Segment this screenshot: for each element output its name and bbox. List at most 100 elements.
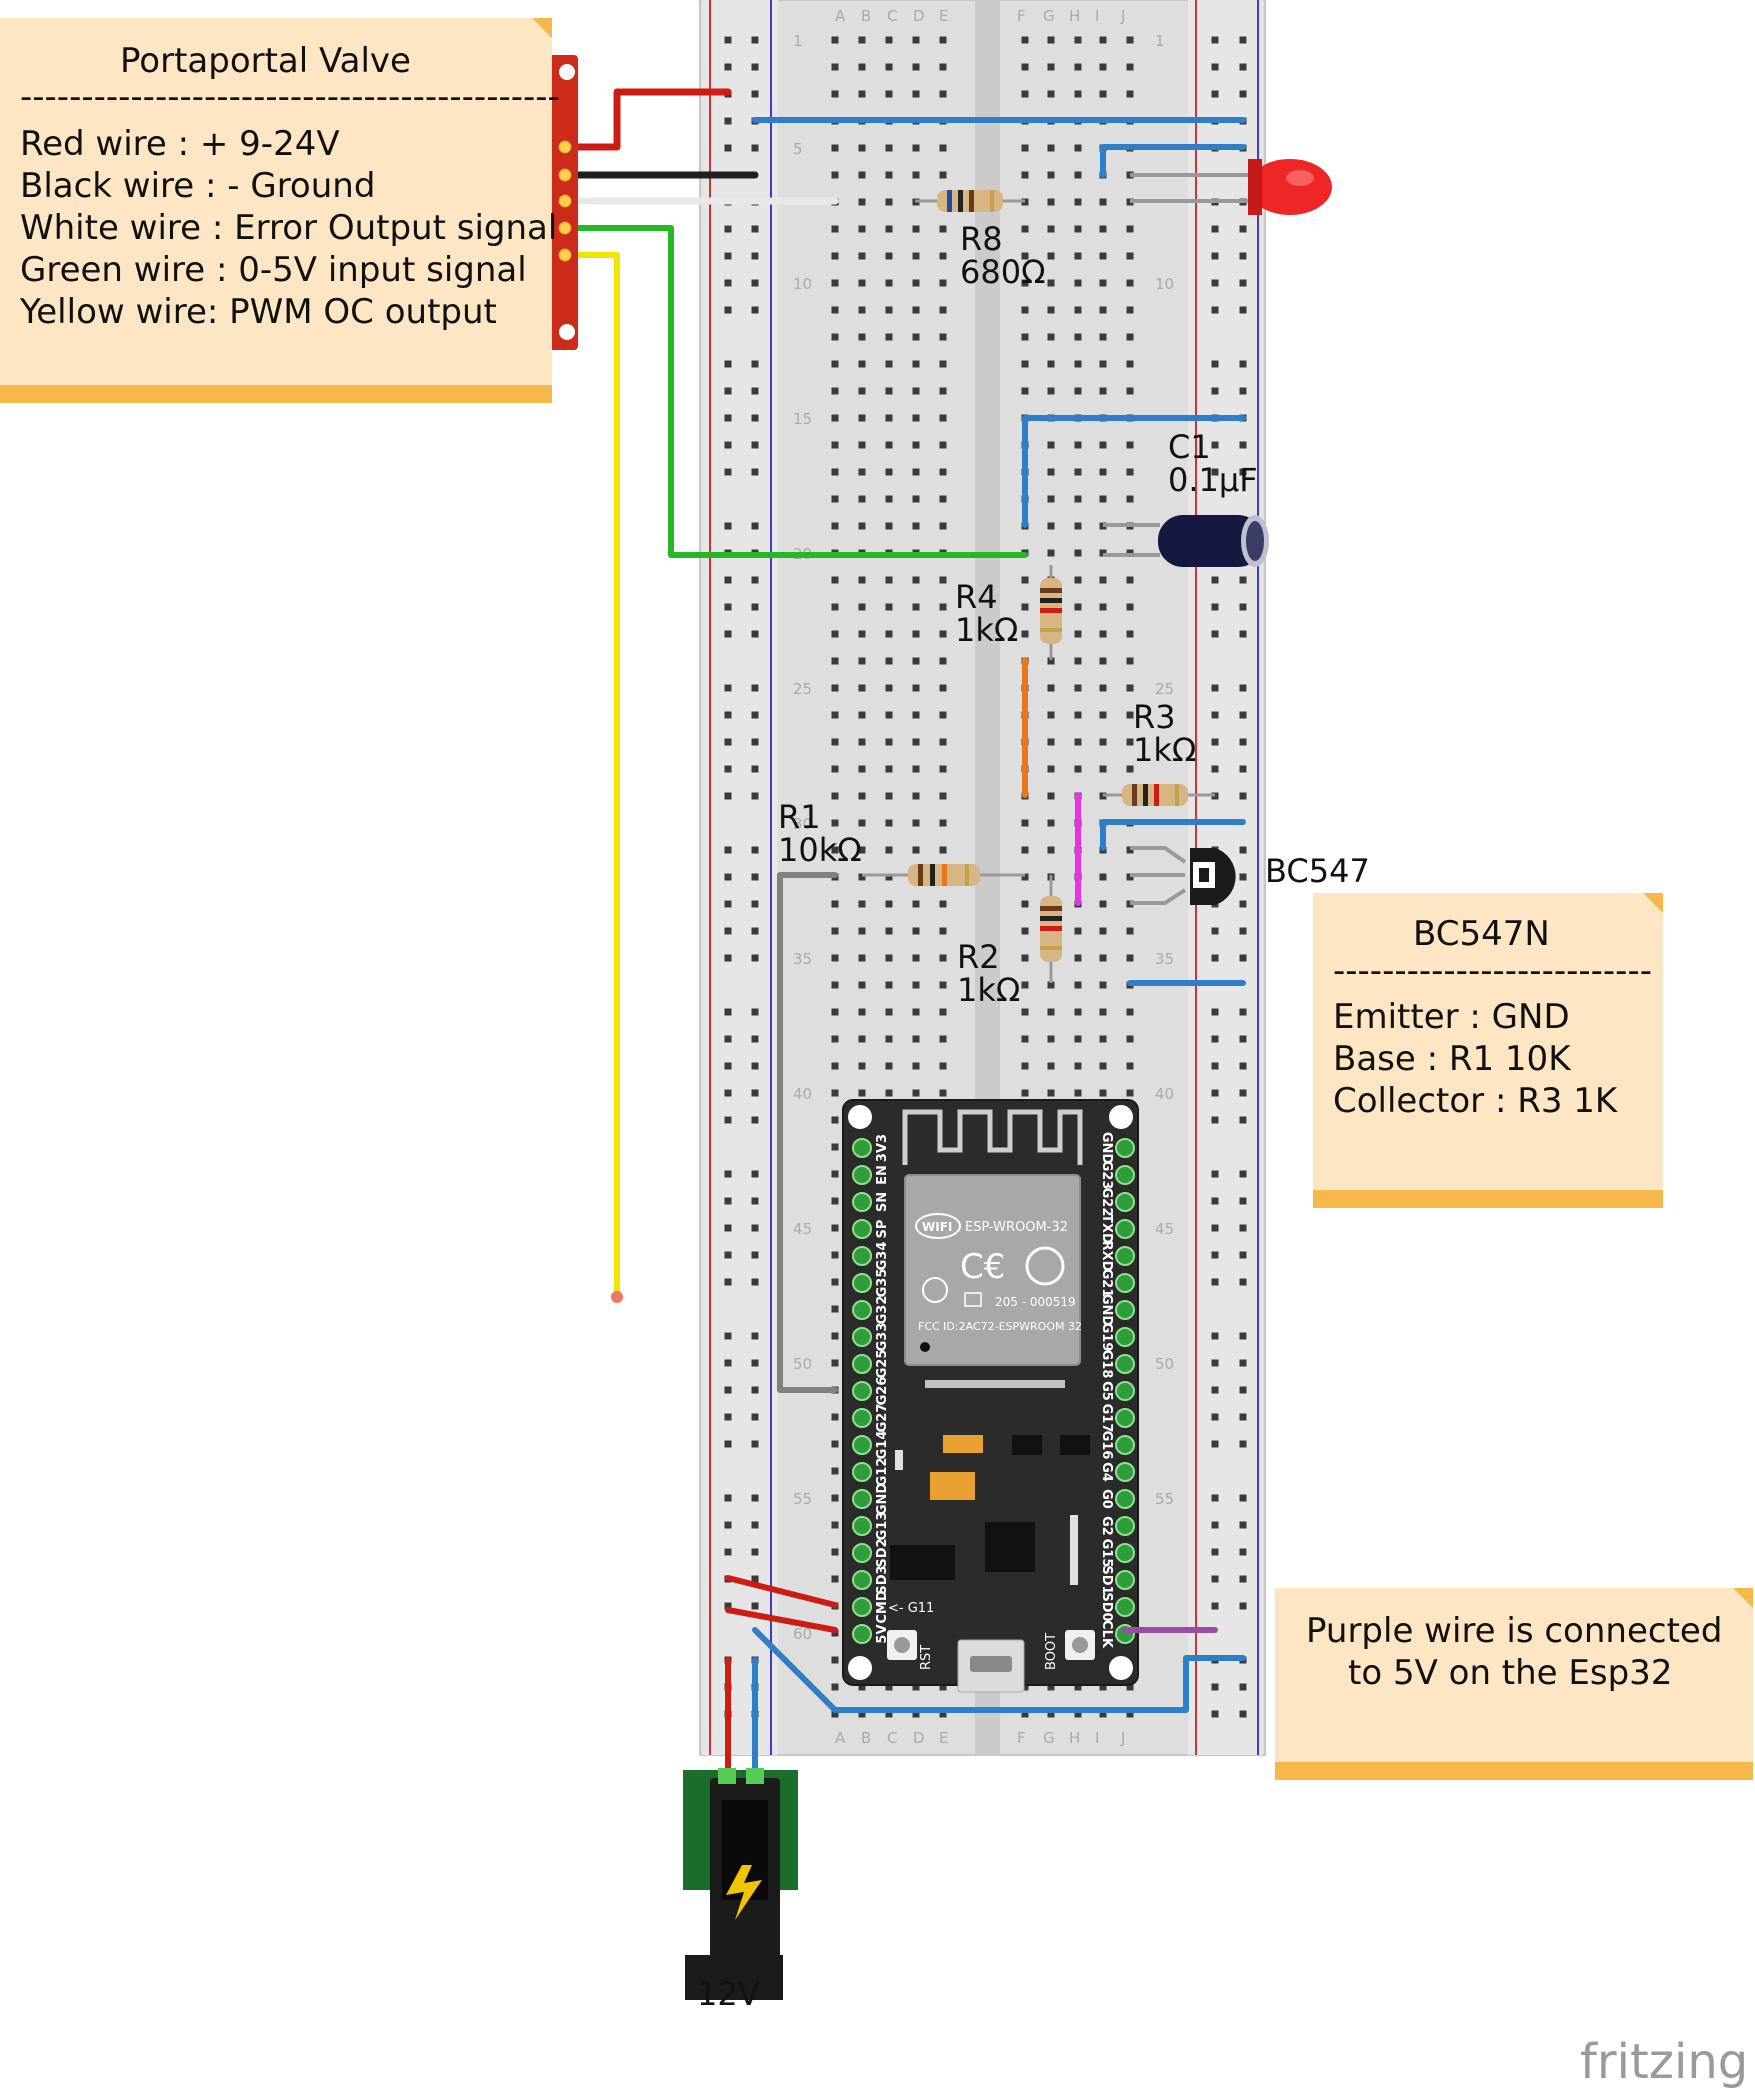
red-wire-power-2[interactable] — [725, 1607, 838, 1633]
breadboard-hole — [885, 819, 893, 827]
breadboard-hole — [831, 360, 839, 368]
breadboard-hole — [912, 36, 920, 44]
breadboard-letters-bottom: A B C D E F G H I J — [835, 1729, 1125, 1747]
breadboard-hole — [1047, 360, 1055, 368]
breadboard-hole — [1021, 144, 1029, 152]
breadboard-hole — [885, 252, 893, 260]
breadboard-hole — [831, 171, 839, 179]
rail-hole — [724, 576, 732, 584]
rail-hole — [724, 1440, 732, 1448]
breadboard-hole — [1126, 90, 1134, 98]
breadboard-hole — [939, 495, 947, 503]
breadboard-hole — [1099, 1008, 1107, 1016]
led-red[interactable] — [1130, 159, 1332, 215]
rail-hole — [1239, 1116, 1247, 1124]
rail-hole — [751, 360, 759, 368]
rail-hole — [751, 1170, 759, 1178]
usb-port[interactable] — [957, 1639, 1025, 1693]
esp32-right-pin-label: SD1 — [1099, 1565, 1114, 1594]
esp32-pin — [1115, 1570, 1135, 1590]
green-wire-valve[interactable] — [562, 225, 1028, 558]
breadboard-hole — [831, 414, 839, 422]
bb-row-number: 45 — [793, 1220, 812, 1238]
resistor-r1[interactable] — [862, 864, 1025, 886]
breadboard-hole — [912, 657, 920, 665]
valve-connector — [548, 55, 578, 350]
breadboard-hole — [858, 711, 866, 719]
esp32-pin — [852, 1624, 872, 1644]
rail-hole — [724, 792, 732, 800]
rail-hole — [1211, 1710, 1219, 1718]
breadboard-hole — [912, 684, 920, 692]
transistor-bc547[interactable] — [1130, 846, 1236, 905]
rail-hole — [724, 738, 732, 746]
breadboard-hole — [1099, 900, 1107, 908]
breadboard-hole — [1099, 90, 1107, 98]
bb-letter-h: H — [1069, 1729, 1080, 1747]
blue-wire-led-ground[interactable] — [1100, 144, 1246, 178]
breadboard-hole — [885, 846, 893, 854]
rail-hole — [1239, 1089, 1247, 1097]
red-wire-power-1[interactable] — [725, 1575, 838, 1608]
breadboard-hole — [1099, 495, 1107, 503]
rail-hole — [1239, 1575, 1247, 1583]
breadboard-hole — [912, 495, 920, 503]
blue-wire-capacitor-ground[interactable] — [1022, 415, 1246, 528]
rail-hole — [724, 117, 732, 125]
breadboard-hole — [1126, 630, 1134, 638]
breadboard-hole — [858, 765, 866, 773]
resistor-r3[interactable] — [1103, 784, 1215, 806]
resistor-r2[interactable] — [1040, 875, 1062, 983]
rail-hole — [751, 522, 759, 530]
r1-name: R1 — [778, 798, 821, 836]
blue-wire-emitter-ground[interactable] — [1100, 819, 1246, 851]
breadboard-hole — [912, 630, 920, 638]
lightning-icon — [726, 1865, 762, 1920]
esp32-left-pin-label: SD3 — [875, 1565, 890, 1594]
resistor-r8[interactable] — [915, 190, 1025, 212]
breadboard-hole — [831, 1089, 839, 1097]
note-valve-line: Black wire : - Ground — [20, 166, 375, 206]
boot-button[interactable] — [1065, 1630, 1095, 1660]
rail-hole — [751, 1602, 759, 1610]
breadboard-hole — [858, 819, 866, 827]
esp32-left-pin-label: G13 — [875, 1512, 890, 1541]
capacitor-c1[interactable] — [1103, 515, 1269, 567]
red-wire-valve[interactable] — [561, 88, 732, 151]
bb-letter-j: J — [1120, 1729, 1125, 1747]
breadboard-hole — [885, 144, 893, 152]
breadboard-hole — [858, 522, 866, 530]
breadboard-hole — [885, 1683, 893, 1691]
bb-letter-g: G — [1043, 1729, 1055, 1747]
breadboard-hole — [1021, 981, 1029, 989]
breadboard-hole — [831, 63, 839, 71]
rail-hole — [751, 1413, 759, 1421]
yellow-wire-valve[interactable] — [562, 252, 620, 1300]
rail-hole — [1239, 90, 1247, 98]
breadboard-hole — [912, 225, 920, 233]
rail-hole — [1239, 1602, 1247, 1610]
breadboard-hole — [858, 468, 866, 476]
gray-wire-base[interactable] — [777, 872, 838, 1393]
esp-wroom-shield — [904, 1174, 1081, 1366]
blue-wire-gnd-rail[interactable] — [752, 1627, 1246, 1713]
esp32-pin — [852, 1597, 872, 1617]
pin1-dot — [920, 1342, 930, 1352]
dc-power-jack[interactable] — [683, 1768, 798, 2000]
breadboard-hole — [885, 927, 893, 935]
rail-hole — [724, 522, 732, 530]
breadboard-hole — [885, 576, 893, 584]
rail-hole — [724, 873, 732, 881]
breadboard-hole — [912, 63, 920, 71]
breadboard-hole — [885, 954, 893, 962]
resistor-r4[interactable] — [1040, 565, 1062, 660]
rail-hole — [724, 846, 732, 854]
rail-hole — [724, 1170, 732, 1178]
rst-button[interactable] — [887, 1630, 917, 1660]
rail-hole — [1239, 1386, 1247, 1394]
bb-row-number: 1 — [1155, 32, 1165, 50]
breadboard-hole — [831, 522, 839, 530]
rail-hole — [724, 1197, 732, 1205]
breadboard-hole — [912, 1008, 920, 1016]
